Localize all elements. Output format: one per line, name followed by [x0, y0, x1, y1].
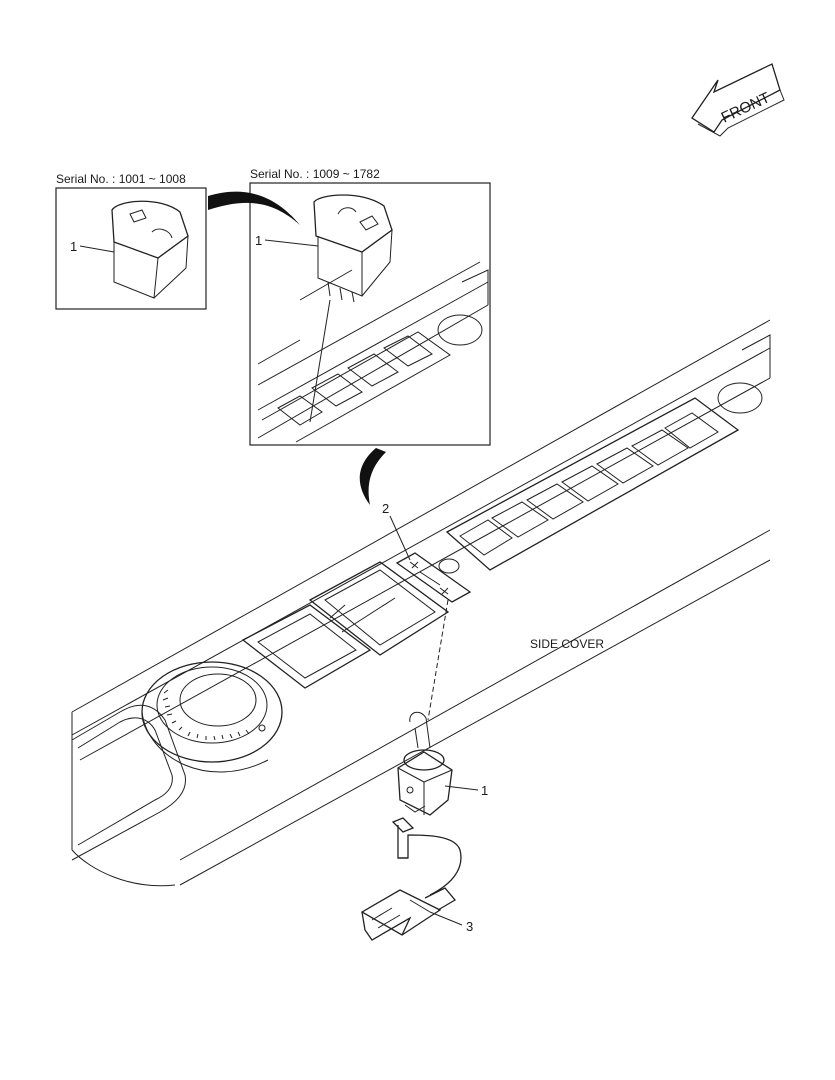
wire-harness — [391, 817, 462, 896]
connector — [360, 887, 456, 941]
switch-blanks — [459, 412, 719, 556]
leader-connector — [429, 911, 463, 926]
leader-decal — [389, 515, 411, 561]
front-arrow-icon: FRONT — [691, 63, 785, 137]
rocker-switch-old — [111, 200, 189, 299]
callout-connector: 3 — [466, 919, 473, 934]
side-cover-label: SIDE COVER — [530, 637, 604, 651]
front-label: FRONT — [719, 89, 773, 126]
toggle-switch — [397, 711, 453, 816]
leader-install — [427, 599, 449, 721]
arrow-left-to-right — [208, 191, 300, 225]
serial-left-label: Serial No. : 1001 ~ 1008 — [56, 172, 186, 186]
callout-toggle-switch: 1 — [481, 783, 488, 798]
callout-decal: 2 — [382, 501, 389, 516]
dial-ticks — [162, 689, 250, 741]
serial-right-label: Serial No. : 1009 ~ 1782 — [250, 167, 380, 181]
wiper-decal-icon — [395, 552, 472, 603]
arrow-box-to-panel — [359, 448, 386, 505]
callout-switch-right: 1 — [255, 233, 262, 248]
leader-toggle — [444, 785, 479, 791]
callout-switch-left: 1 — [70, 239, 77, 254]
rocker-switch-new — [313, 194, 393, 303]
detail-box-right — [249, 182, 491, 446]
side-cover-panel — [71, 319, 771, 887]
detail-box-left — [55, 187, 207, 310]
